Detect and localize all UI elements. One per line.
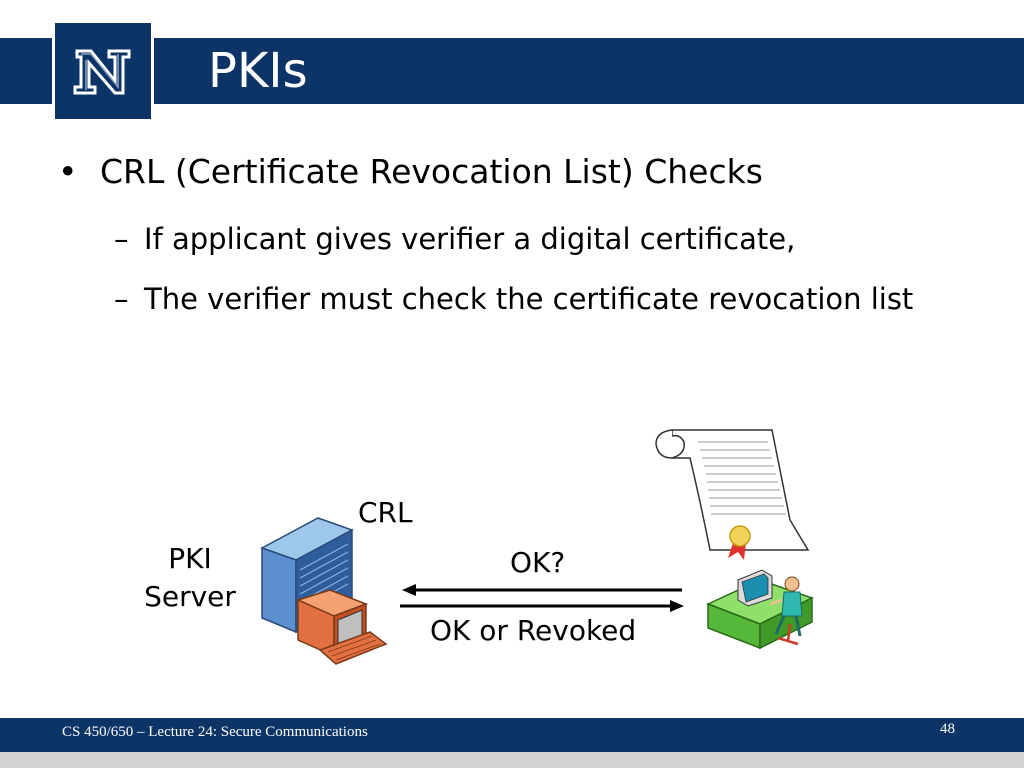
- pki-server-label-line1: PKI: [168, 542, 212, 575]
- sub-bullet-text: The verifier must check the certificate …: [144, 282, 914, 316]
- sub-bullet-text: If applicant gives verifier a digital ce…: [144, 222, 796, 256]
- university-logo: [52, 20, 154, 122]
- pki-server-label-line2: Server: [144, 580, 236, 613]
- footer-course-text: CS 450/650 – Lecture 24: Secure Communic…: [62, 724, 368, 740]
- title-bar: [0, 38, 1024, 104]
- server-computer-icon: [260, 517, 388, 665]
- footer-strip: [0, 752, 1024, 768]
- request-label: OK?: [510, 546, 566, 579]
- n-logo-icon: [73, 49, 131, 95]
- sub-bullet-dash: –: [114, 282, 129, 316]
- certificate-scroll-icon: [655, 429, 810, 560]
- page-number: 48: [940, 721, 955, 737]
- request-arrow: [402, 584, 682, 596]
- bullet-dot: •: [58, 152, 78, 191]
- bullet-text: CRL (Certificate Revocation List) Checks: [100, 152, 763, 191]
- response-arrow: [400, 600, 684, 612]
- footer-bar: [0, 718, 1024, 752]
- verifier-desk-icon: [706, 569, 814, 650]
- crl-label: CRL: [358, 496, 413, 529]
- response-label: OK or Revoked: [430, 614, 637, 647]
- slide-title: PKIs: [208, 43, 308, 99]
- pki-server-label: PKI Server: [140, 540, 240, 616]
- sub-bullet-dash: –: [114, 222, 129, 256]
